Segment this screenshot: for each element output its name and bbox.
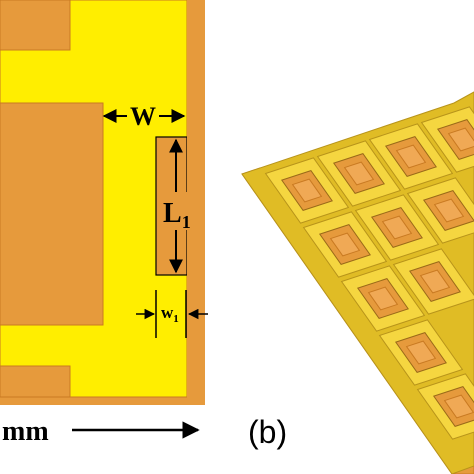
scale-bar: mm: [2, 416, 200, 447]
array-inner-core: [367, 286, 399, 311]
array-inner-core: [291, 178, 323, 203]
array-inner-core: [395, 144, 427, 169]
bottom-copper-notch: [0, 365, 71, 398]
array-inner-core: [447, 127, 474, 152]
top-copper-notch: [0, 0, 71, 51]
array-inner-core: [381, 215, 413, 240]
array-inner-core: [419, 269, 451, 294]
dimension-l1-label: L: [163, 198, 182, 229]
svg-text:L1: L1: [163, 198, 191, 232]
svg-text:w1: w1: [161, 303, 179, 325]
array-cells: [264, 106, 474, 440]
dimension-l1: L1: [161, 138, 193, 274]
array-inner-core: [405, 340, 437, 365]
panel-b-label: (b): [248, 414, 287, 450]
inner-copper-patch: [0, 102, 104, 326]
panel-b-3d-array: [241, 91, 474, 474]
dimension-w1: w1: [136, 290, 208, 338]
array-inner-core: [343, 161, 375, 186]
panel-a-unit-cell: W L1 w1 mm: [0, 0, 208, 447]
array-inner-core: [433, 198, 465, 223]
array-inner-core: [443, 394, 474, 419]
right-substrate-strip: [187, 0, 205, 405]
array-inner-core: [329, 232, 361, 257]
dimension-w1-subscript: 1: [173, 313, 179, 325]
dimension-w-label: W: [130, 102, 156, 131]
dimension-w1-label: w: [161, 303, 174, 322]
dimension-w: W: [102, 100, 186, 131]
dimension-l1-subscript: 1: [182, 212, 191, 232]
scale-label: mm: [2, 416, 49, 447]
